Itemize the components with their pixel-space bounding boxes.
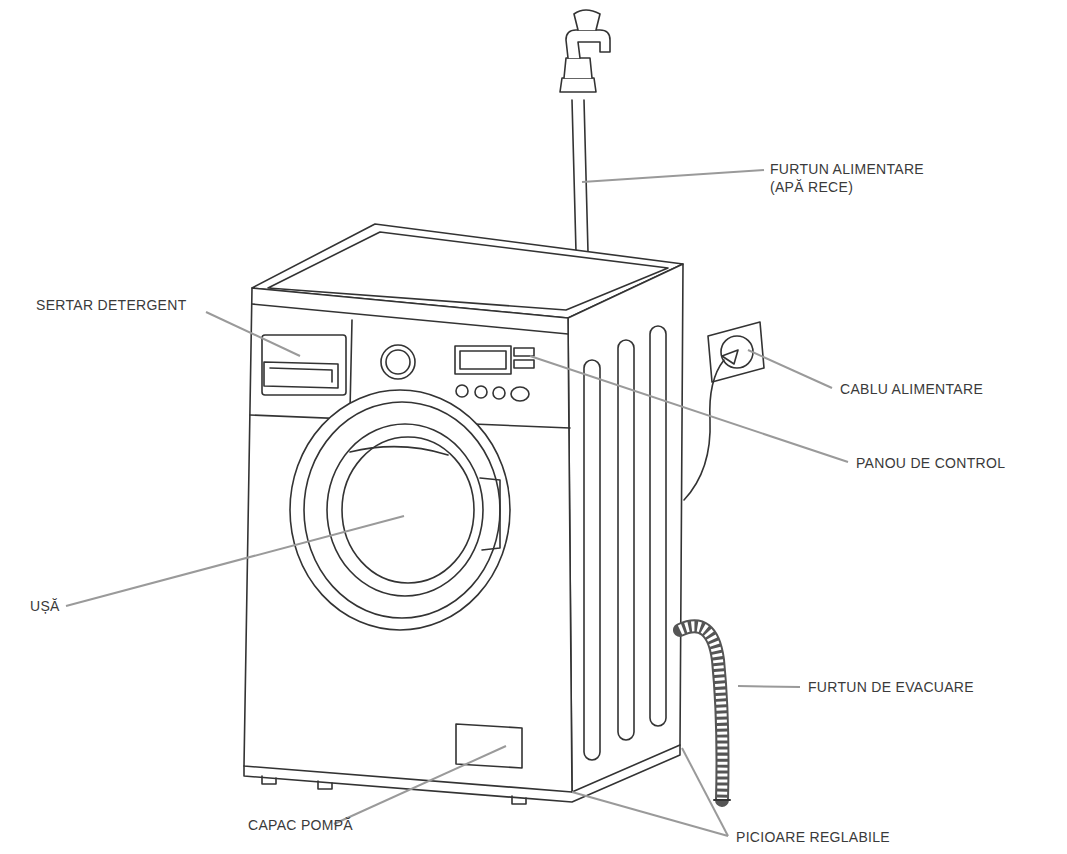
power-cable (684, 360, 724, 500)
plug (722, 350, 738, 364)
display-screen (460, 351, 506, 369)
part-label: SERTAR DETERGENT (36, 296, 187, 314)
hose-corrugation (680, 626, 723, 800)
small-button (514, 348, 534, 356)
leader-line (748, 350, 832, 388)
leader-line (582, 170, 764, 182)
button (493, 387, 505, 399)
leader-line (206, 312, 300, 356)
inlet-hose (572, 100, 588, 252)
hose-end (714, 799, 730, 801)
tap-body (564, 58, 592, 78)
machine-front (244, 288, 572, 792)
button (475, 386, 487, 398)
program-knob (381, 345, 415, 379)
display (455, 346, 511, 374)
leader-line (738, 686, 800, 687)
part-label: UȘĂ (30, 597, 60, 615)
machine-side (568, 264, 683, 792)
glass-reflection (350, 447, 448, 455)
door-handle (480, 478, 500, 550)
door-glass-inner (342, 437, 474, 583)
leader-line (334, 746, 506, 824)
machine-base (244, 745, 680, 802)
part-label: FURTUN ALIMENTARE (APĂ RECE) (770, 160, 945, 196)
side-rib (584, 360, 600, 760)
side-rib (618, 340, 634, 740)
pump-cover (456, 724, 522, 768)
button (511, 387, 529, 401)
small-button (514, 360, 534, 368)
drawer-grip (270, 368, 332, 382)
part-label: PANOU DE CONTROL (856, 454, 1005, 472)
drain-hose (680, 626, 723, 800)
part-label: FURTUN DE EVACUARE (808, 678, 974, 696)
knob-inner (386, 350, 410, 374)
tap-handle (574, 10, 600, 30)
door-outer (290, 390, 510, 630)
door-ring (304, 402, 500, 618)
leader-line (66, 516, 404, 606)
feet (262, 776, 526, 804)
leader-line (682, 748, 728, 836)
tap-spout (566, 30, 610, 58)
door-glass (327, 424, 483, 596)
part-label: CAPAC POMPĂ (248, 816, 353, 834)
part-label: CABLU ALIMENTARE (840, 380, 983, 398)
part-label: PICIOARE REGLABILE (736, 828, 890, 846)
drawer-handle (264, 362, 338, 388)
hose-coupling (560, 78, 596, 92)
leader-line (572, 792, 728, 836)
leader-line (530, 356, 848, 462)
panel-divider (350, 320, 352, 410)
socket-face (721, 336, 753, 368)
button (456, 385, 468, 397)
side-rib (650, 326, 666, 726)
